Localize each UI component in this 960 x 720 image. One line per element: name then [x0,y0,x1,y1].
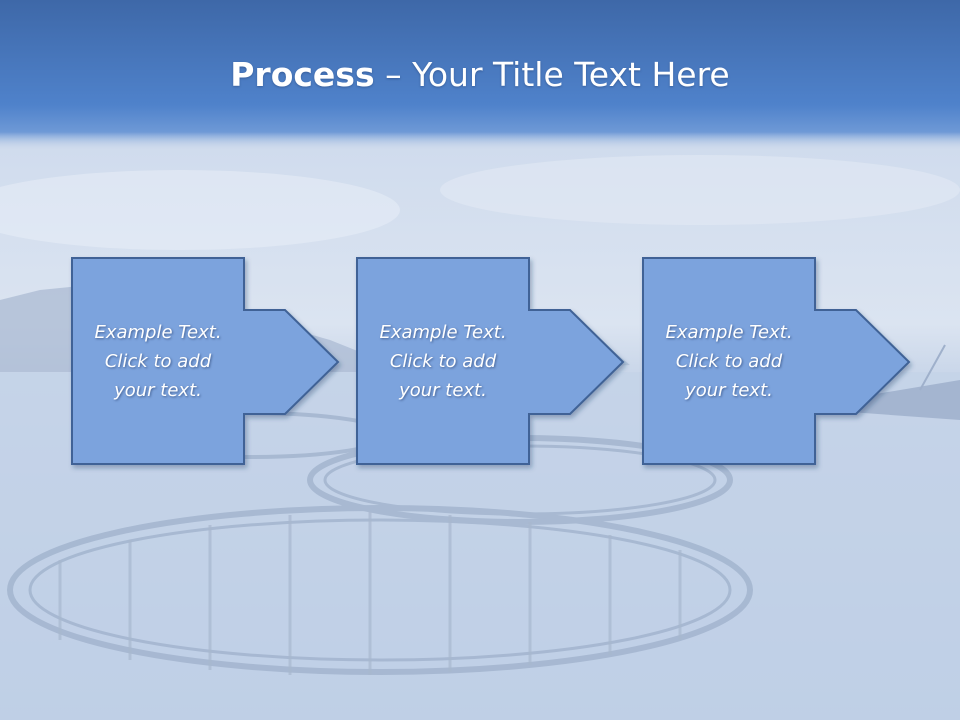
process-step-text[interactable]: Example Text. Click to add your text. [379,321,507,401]
process-step-shape[interactable] [356,257,625,465]
title-bold-part: Process [230,55,375,94]
process-step-text[interactable]: Example Text. Click to add your text. [665,321,793,401]
process-step-text[interactable]: Example Text. Click to add your text. [94,321,222,401]
process-step-shape[interactable] [642,257,911,465]
process-step-shape[interactable] [71,257,340,465]
title-dash: – [385,55,402,94]
slide-title: Process – Your Title Text Here [0,52,960,98]
title-rest-part: Your Title Text Here [412,55,730,94]
